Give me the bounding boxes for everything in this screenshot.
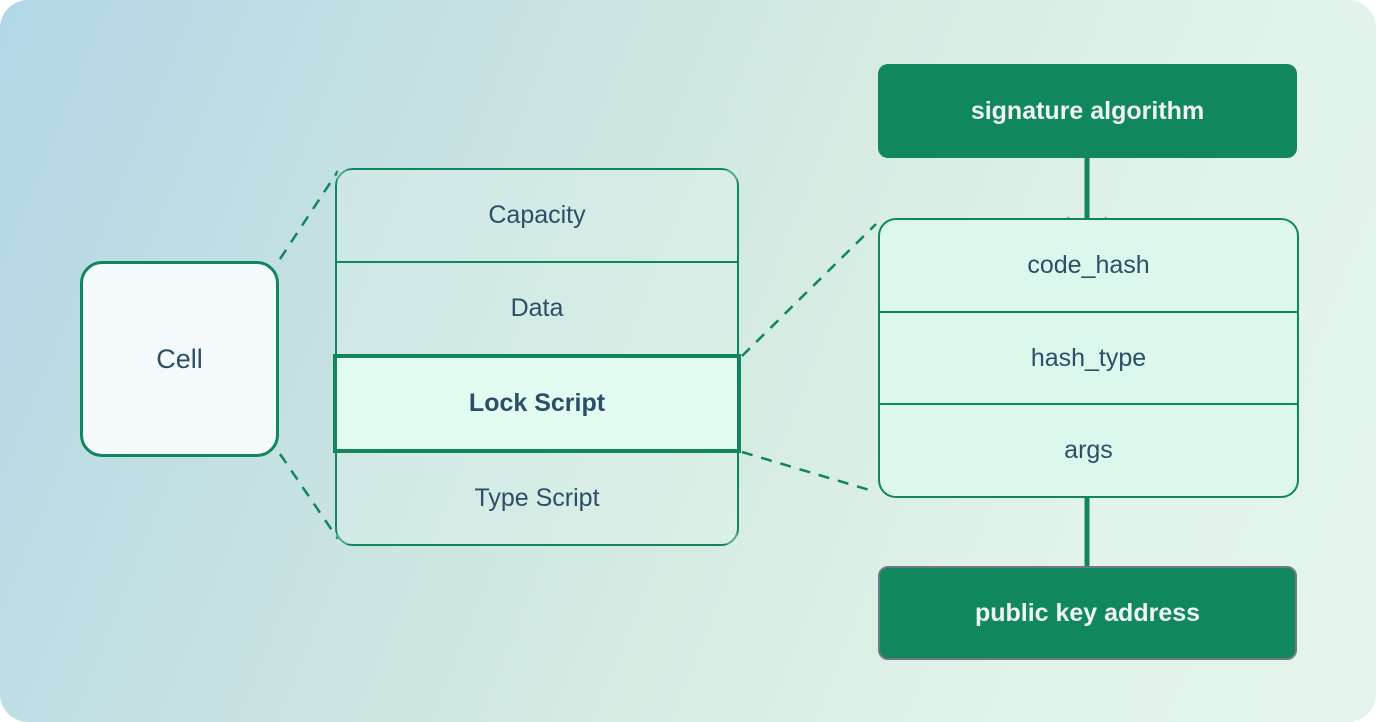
script-field-label: code_hash bbox=[1027, 250, 1150, 279]
script-field-label: args bbox=[1064, 436, 1113, 465]
script-field-hash-type: hash_type bbox=[880, 310, 1297, 404]
cell-field-label: Type Script bbox=[474, 484, 600, 512]
connector-cell-to-stack-bottom bbox=[278, 453, 340, 540]
script-field-args: args bbox=[880, 403, 1297, 496]
connector-lockscript-to-scriptstack-top bbox=[741, 223, 877, 357]
cell-field-lock-script: Lock Script bbox=[333, 354, 741, 453]
script-field-code-hash: code_hash bbox=[880, 220, 1297, 311]
connector-lockscript-to-scriptstack-bottom bbox=[741, 450, 877, 494]
lock-script-fields-stack: code_hash hash_type args bbox=[878, 218, 1299, 498]
cell-node: Cell bbox=[80, 261, 279, 457]
public-key-address-label: public key address bbox=[974, 598, 1201, 627]
cell-label: Cell bbox=[156, 343, 203, 374]
connector-cell-to-stack-top bbox=[278, 170, 340, 260]
cell-field-label: Lock Script bbox=[468, 389, 606, 417]
signature-algorithm-tag: signature algorithm bbox=[878, 64, 1297, 158]
public-key-address-tag: public key address bbox=[878, 566, 1297, 660]
cell-field-label: Capacity bbox=[488, 201, 586, 229]
signature-algorithm-label: signature algorithm bbox=[970, 96, 1205, 125]
cell-field-type-script: Type Script bbox=[337, 453, 737, 544]
cell-field-data: Data bbox=[337, 261, 737, 354]
cell-structure-stack: Capacity Data Lock Script Type Script bbox=[333, 168, 741, 546]
script-field-label: hash_type bbox=[1030, 343, 1147, 372]
cell-field-capacity: Capacity bbox=[337, 170, 737, 261]
cell-field-label: Data bbox=[510, 294, 564, 322]
